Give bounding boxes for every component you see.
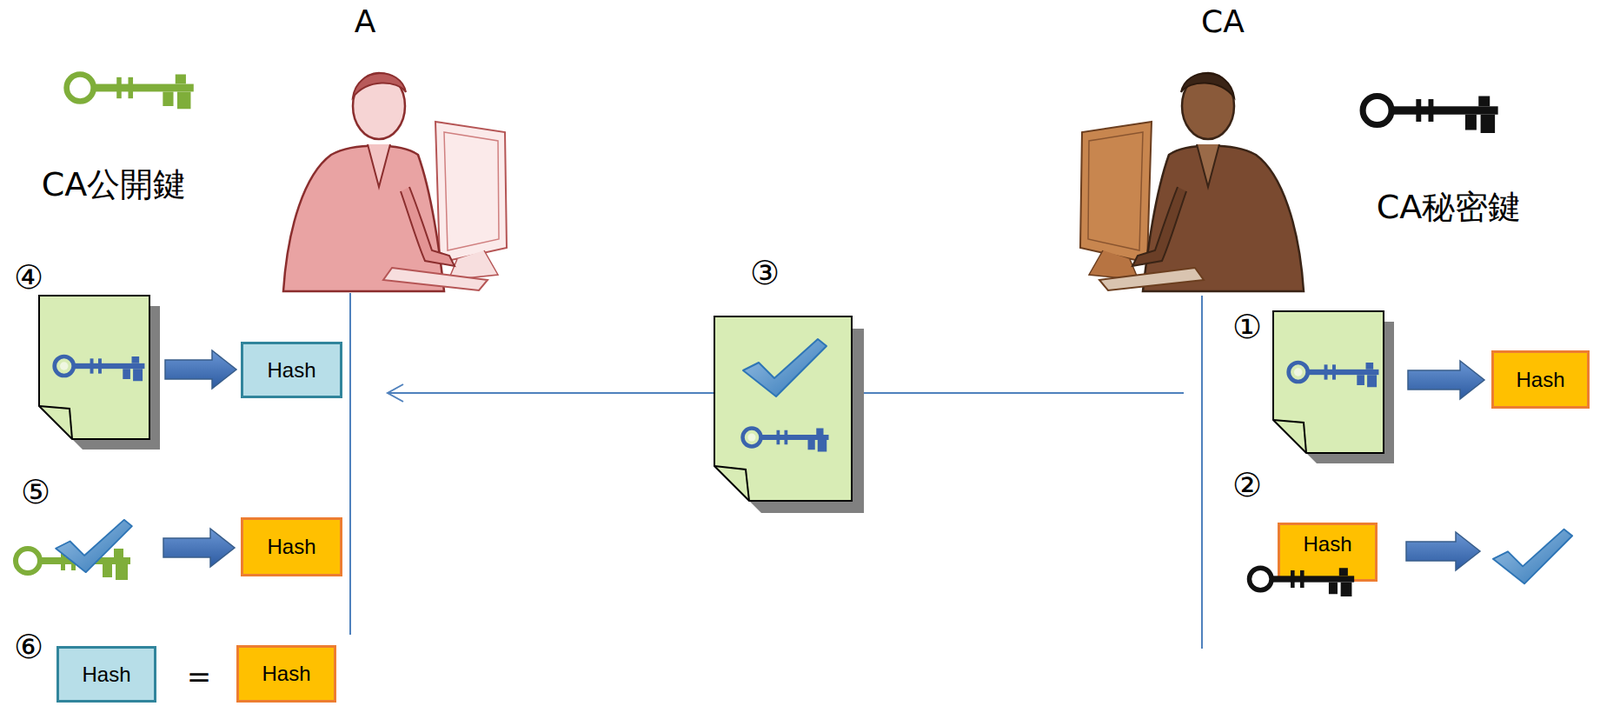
hash-text: Hash: [261, 661, 311, 686]
private-key-icon: [1362, 96, 1499, 133]
callout-number: ③: [750, 253, 780, 293]
signature-check: [1493, 529, 1573, 585]
block-arrow: [165, 350, 237, 389]
hash-box: Hash: [236, 644, 337, 703]
actor-name: A: [354, 3, 377, 40]
equals-sign: =: [186, 658, 213, 694]
public-key-icon: [66, 74, 194, 110]
callout-number: ⑥: [13, 627, 44, 666]
callout-number: ④: [13, 258, 44, 297]
person-a: [283, 73, 507, 292]
hash-text: Hash: [1302, 531, 1352, 557]
hash-text: Hash: [81, 662, 131, 687]
hash-text: Hash: [1515, 367, 1565, 392]
hash-box: Hash: [56, 645, 157, 703]
callout-number: ①: [1232, 307, 1262, 346]
lifeline: [1201, 295, 1203, 649]
actor-name: CA: [1201, 3, 1245, 40]
document: [1273, 311, 1395, 464]
certificate-document: [714, 316, 864, 513]
key-label: CA公開鍵: [41, 162, 187, 207]
private-key-icon: [1248, 567, 1355, 597]
document: [39, 295, 160, 450]
signature-check: [55, 519, 133, 572]
arrow-head: [387, 384, 404, 402]
person-ca: [1080, 73, 1304, 292]
callout-number: ②: [1232, 465, 1262, 505]
hash-box: Hash: [1277, 522, 1378, 582]
block-arrow: [1406, 531, 1481, 571]
callout-number: ⑤: [20, 472, 51, 512]
block-arrow: [1407, 360, 1485, 399]
block-arrow: [163, 528, 235, 567]
hash-box: Hash: [240, 341, 343, 399]
hash-box: Hash: [1491, 350, 1590, 409]
hash-box: Hash: [240, 517, 343, 577]
hash-text: Hash: [266, 534, 316, 559]
key-label: CA秘密鍵: [1376, 185, 1522, 230]
hash-text: Hash: [266, 358, 316, 383]
lifeline: [349, 292, 352, 635]
